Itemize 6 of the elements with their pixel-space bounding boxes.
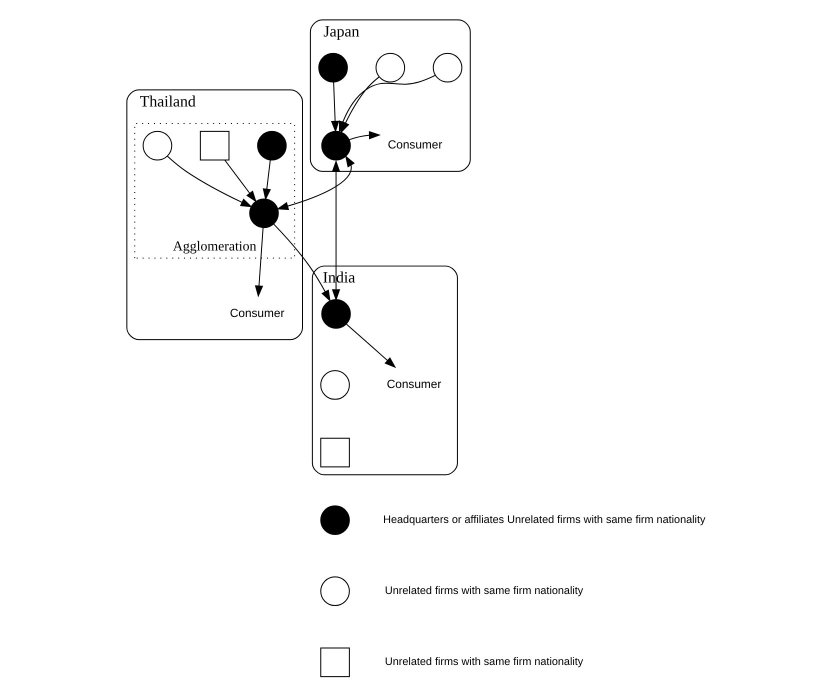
- node-text: Consumer: [386, 377, 441, 392]
- node-text: Consumer: [229, 306, 284, 320]
- node-label: Unrelated firms with same firm nationality: [384, 656, 583, 668]
- node-text: Consumer: [387, 138, 442, 152]
- node-label: Headquarters or affiliates Unrelated firms with same firm nationality: [382, 514, 705, 526]
- node-label: Unrelated firms with same firm nationality: [384, 584, 583, 597]
